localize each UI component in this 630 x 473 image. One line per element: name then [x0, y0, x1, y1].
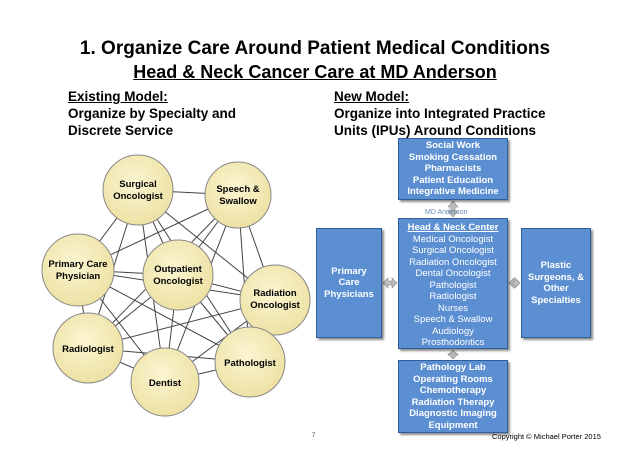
node-label: Surgical [119, 179, 157, 190]
arrow-right-icon [512, 277, 521, 289]
box-line: Social Work [425, 140, 481, 152]
center-item: Pathologist [429, 279, 477, 291]
box-line: Plastic [540, 260, 572, 271]
node-label: Dentist [149, 378, 182, 389]
box-line: Radiation Therapy [411, 396, 495, 408]
box-line: Equipment [428, 419, 478, 431]
page-number: 7 [312, 433, 316, 439]
box-line: Integrative Medicine [407, 186, 499, 198]
box-line: Other [543, 283, 569, 294]
node-label: Primary Care [48, 259, 107, 270]
node-label: Swallow [219, 196, 257, 207]
center-item: Dental Oncologist [415, 268, 491, 279]
box-line: Surgeons, & [528, 271, 584, 283]
head-neck-center-box: Head & Neck Center Medical Oncologist Su… [398, 218, 508, 349]
node-speech-swallow [204, 161, 272, 229]
center-heading: Head & Neck Center [407, 222, 499, 233]
center-item: Prosthodontics [421, 337, 485, 348]
support-services-box: Social Work Smoking Cessation Pharmacist… [398, 138, 508, 200]
node-label: Oncologist [113, 191, 163, 202]
box-line: Pathology Lab [420, 362, 486, 373]
center-item: Surgical Oncologist [412, 245, 494, 256]
box-line: Pharmacists [424, 163, 482, 175]
node-label: Pathologist [224, 358, 277, 369]
center-item: Radiologist [429, 291, 477, 302]
new-model-title: New Model: [334, 89, 410, 104]
box-line: Smoking Cessation [408, 151, 498, 163]
center-item: Audiology [432, 325, 474, 337]
arrow-down-icon [447, 210, 459, 218]
node-label: Oncologist [250, 300, 300, 311]
node-surgical-oncologist [102, 154, 174, 226]
center-item: Radiation Oncologist [409, 256, 497, 268]
node-primary-care-physician [41, 233, 115, 307]
box-line: Diagnostic Imaging [409, 408, 497, 419]
node-dentist [130, 347, 200, 417]
box-line: Patient Education [412, 174, 494, 186]
arrow-left-icon [382, 277, 394, 289]
node-label: Physician [56, 271, 101, 282]
box-line: Chemotherapy [419, 385, 487, 396]
watermark: MD Anderson [425, 209, 468, 216]
arrow-down-icon [447, 353, 459, 360]
box-line: Primary [331, 265, 367, 277]
existing-model-heading: Existing Model: Organize by Specialty an… [68, 88, 236, 139]
existing-model-title: Existing Model: [68, 89, 168, 104]
node-pathologist [214, 326, 286, 398]
center-item: Medical Oncologist [412, 233, 494, 245]
box-line: Operating Rooms [413, 373, 493, 385]
node-label: Outpatient [154, 264, 202, 275]
box-line: Specialties [531, 294, 581, 306]
slide-subtitle: Head & Neck Cancer Care at MD Anderson [133, 62, 497, 82]
plastic-surgeons-box: Plastic Surgeons, & Other Specialties [521, 228, 591, 338]
copyright-notice: Copyright © Michael Porter 2015 [492, 432, 601, 441]
node-outpatient-oncologist [142, 239, 214, 311]
node-label: Radiation [253, 288, 296, 299]
primary-care-box: Primary Care Physicians [316, 228, 382, 338]
ipu-arrows [382, 200, 521, 360]
existing-model-line2: Discrete Service [68, 123, 174, 138]
node-label: Oncologist [153, 276, 203, 287]
node-radiologist [52, 312, 124, 384]
new-model-line2: Units (IPUs) Around Conditions [334, 123, 536, 138]
node-label: Speech & [216, 184, 259, 195]
new-model-line1: Organize into Integrated Practice [334, 106, 546, 121]
existing-model-line1: Organize by Specialty and [68, 106, 237, 121]
node-label: Radiologist [62, 344, 115, 355]
center-item: Nurses [437, 302, 469, 314]
arrow-right-icon [391, 277, 398, 289]
slide-title: 1. Organize Care Around Patient Medical … [79, 38, 551, 59]
box-line: Care [338, 277, 360, 289]
box-line: Physicians [324, 288, 374, 300]
center-item: Speech & Swallow [413, 314, 493, 325]
new-model-heading: New Model: Organize into Integrated Prac… [334, 88, 546, 139]
facilities-box: Pathology Lab Operating Rooms Chemothera… [398, 360, 508, 433]
node-radiation-oncologist [239, 264, 311, 336]
